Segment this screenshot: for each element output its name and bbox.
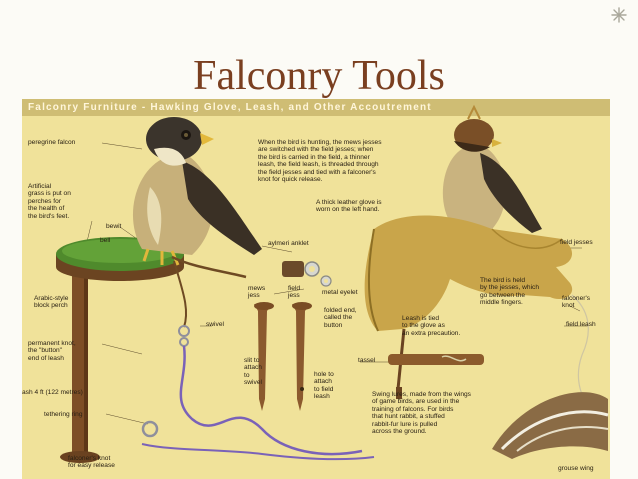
label-arabic-perch: Arabic-style block perch (34, 295, 69, 310)
label-leash-length: ash 4 ft (122 metres) (22, 389, 83, 396)
poster-illustration (56, 104, 609, 463)
jesses (254, 302, 312, 411)
label-tassel: tassel (358, 357, 376, 364)
label-bewit: bewit (106, 223, 122, 230)
poster-header: Falconry Furniture - Hawking Glove, Leas… (22, 99, 610, 116)
label-held-note: The bird is held by the jesses, which go… (480, 277, 540, 307)
label-aylmeri-anklet: aylmeri anklet (268, 240, 309, 247)
label-swivel: swivel (206, 321, 224, 328)
label-artificial-grass: Artificial grass is put on perches for t… (28, 183, 71, 220)
label-tethering-ring: tethering ring (44, 411, 83, 418)
label-glove-note: A thick leather glove is worn on the lef… (316, 199, 382, 214)
label-field-leash: field leash (566, 321, 596, 328)
label-falconers-knot-right: falconer's knot (562, 295, 591, 310)
label-metal-eyelet: metal eyelet (322, 289, 358, 296)
label-mews-jess: mews jess (248, 285, 266, 300)
label-lures-note: Swing lures, made from the wings of game… (372, 391, 471, 436)
label-permanent-knot: permanent knot, the "button" end of leas… (28, 340, 76, 362)
field-leash (388, 294, 607, 430)
swivel-leash (141, 325, 375, 461)
label-falconers-knot-bottom: falconer's knot for easy release (68, 455, 115, 470)
label-bell: bell (100, 237, 111, 244)
hooded-falcon-figure (442, 104, 542, 233)
slide-title: Falconry Tools (193, 53, 445, 99)
label-hunting-note: When the bird is hunting, the mews jesse… (258, 139, 382, 184)
label-folded-end: folded end, called the button (324, 307, 357, 329)
peregrine-falcon-figure (132, 117, 262, 328)
label-peregrine-falcon: peregrine falcon (28, 139, 76, 146)
hawking-glove (364, 215, 573, 399)
aylmeri-anklet (282, 261, 332, 287)
falconry-poster: Falconry Furniture - Hawking Glove, Leas… (22, 99, 610, 479)
label-slit: slit to attach to swivel (244, 357, 262, 387)
label-grouse-wing: grouse wing (558, 465, 594, 472)
snowflake-icon (611, 7, 627, 23)
grouse-wing-lure (492, 392, 609, 459)
label-field-jesses: field jesses (560, 239, 593, 246)
label-leash-tied: Leash is tied to the glove as an extra p… (402, 315, 461, 337)
label-hole: hole to attach to field leash (314, 371, 334, 401)
label-field-jess: field jess (288, 285, 301, 300)
